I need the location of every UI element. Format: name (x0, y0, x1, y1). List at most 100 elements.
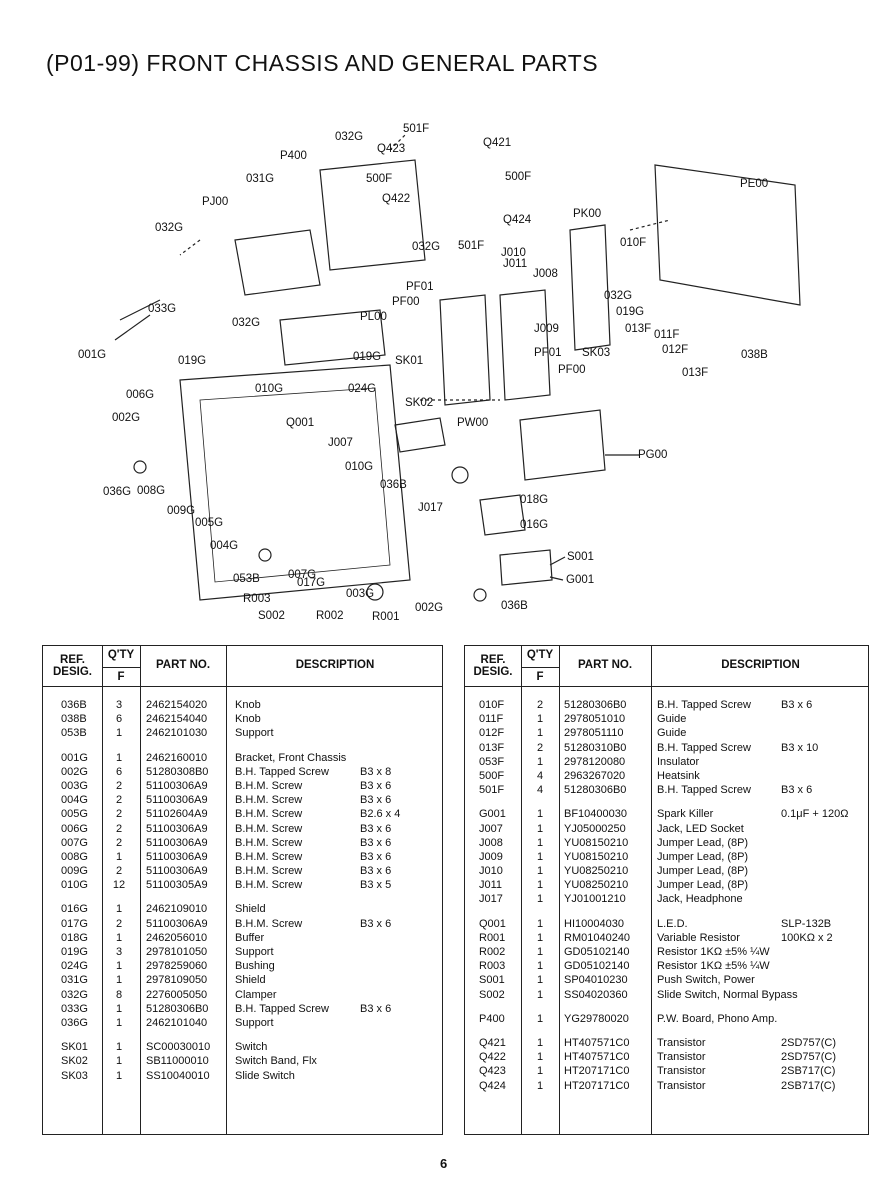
description-cell: Knob (235, 713, 261, 726)
description-cell: Resistor 1KΩ ±5% ¼W (657, 960, 770, 973)
pw00-drawing (394, 417, 446, 453)
description-cell: Bracket, Front Chassis (235, 751, 347, 764)
description-cell: Slide Switch (235, 1069, 295, 1082)
part-callout-label: P400 (280, 150, 307, 162)
ref-cell: 032G (61, 988, 88, 1001)
description-cell: Jumper Lead, (8P) (657, 836, 749, 849)
ref-desig-header: REF.DESIG. (53, 654, 92, 678)
description-cell: B.H.M. Screw (235, 879, 303, 892)
ref-cell: 500F (479, 769, 505, 782)
spec-cell: B3 x 6 (781, 784, 813, 797)
part-no-cell: 2978259060 (146, 960, 208, 973)
part-callout-label: G001 (566, 574, 594, 586)
part-no-cell: 2462154040 (146, 713, 208, 726)
front-chassis-bracket-drawing (179, 364, 411, 601)
description-cell: Shield (235, 974, 266, 987)
part-callout-label: PG00 (638, 449, 667, 461)
pl00-board-drawing (279, 309, 386, 366)
ref-cell: 003G (61, 779, 88, 792)
description-cell: P.W. Board, Phono Amp. (657, 1012, 778, 1025)
ref-cell: 010F (479, 699, 505, 711)
pk00-board-drawing (569, 224, 611, 351)
description-cell: Support (235, 946, 274, 958)
ref-cell: J011 (479, 879, 503, 892)
p400-board-drawing (319, 159, 426, 271)
part-callout-label: 017G (297, 577, 325, 589)
part-no-cell: 51280306B0 (564, 699, 627, 711)
ref-cell: J010 (479, 865, 503, 878)
ref-cell: J007 (479, 822, 503, 835)
ref-cell: 009G (61, 865, 88, 878)
part-callout-label: 038B (741, 349, 768, 361)
ref-cell: 007G (61, 836, 88, 849)
part-no-cell: BF10400030 (564, 808, 627, 821)
page-title: (P01-99) FRONT CHASSIS AND GENERAL PARTS (46, 50, 599, 76)
part-no-cell: 51280310B0 (564, 741, 627, 754)
description-cell: Variable Resistor (657, 931, 740, 944)
description-cell: B.H.M. Screw (235, 779, 303, 792)
ref-cell: J009 (479, 850, 503, 863)
spec-cell: B3 x 6 (360, 836, 392, 849)
part-no-cell: YG29780020 (564, 1012, 629, 1025)
part-no-cell: 2978101050 (146, 946, 208, 958)
qty-cell: 1 (536, 917, 544, 930)
part-no-cell: 51280306B0 (146, 1002, 209, 1015)
ref-cell: 031G (61, 974, 88, 987)
part-callout-label: SK03 (582, 347, 610, 359)
row-gap (43, 892, 442, 902)
description-cell: B.H. Tapped Screw (657, 741, 751, 754)
part-callout-label: 018G (520, 494, 548, 506)
description-header: DESCRIPTION (721, 659, 800, 671)
part-callout-label: SK02 (405, 397, 433, 409)
description-cell: Support (235, 1016, 274, 1029)
row-gap (465, 1002, 868, 1012)
ref-cell: R001 (479, 931, 506, 944)
pe00-board-drawing (654, 164, 801, 306)
description-cell: B.H.M. Screw (235, 917, 303, 930)
part-no-cell: 2978109050 (146, 974, 208, 987)
qty-cell: 1 (536, 755, 544, 768)
pg00-drawing (519, 409, 606, 481)
part-callout-label: 501F (458, 240, 484, 252)
qty-cell: 1 (115, 1041, 123, 1054)
pj00-board-drawing (234, 229, 321, 296)
row-gap (465, 907, 868, 917)
part-callout-label: 001G (78, 349, 106, 361)
qty-cell: 3 (115, 946, 123, 958)
part-callout-label: 016G (520, 519, 548, 531)
part-callout-label: S002 (258, 610, 285, 622)
qty-cell: 1 (536, 836, 544, 849)
exploded-view-svg: 032G 501F Q421 P400 Q423 500F 500F 031G … (78, 123, 801, 623)
part-no-cell: GD05102140 (564, 960, 630, 973)
ref-cell: 013F (479, 741, 505, 754)
qty-cell: 1 (536, 865, 544, 878)
ref-cell: Q424 (479, 1079, 506, 1092)
qty-cell: 1 (536, 727, 544, 740)
ref-desig-header: REF.DESIG. (473, 654, 513, 678)
part-no-cell: 2462101040 (146, 1016, 208, 1029)
part-callout-label: 005G (195, 517, 223, 529)
part-no-header: PART NO. (155, 659, 211, 671)
ref-cell: 018G (61, 931, 88, 944)
part-no-cell: 2978051110 (564, 727, 624, 740)
part-no-cell: HI10004030 (564, 917, 624, 930)
qty-cell: 1 (115, 1002, 123, 1015)
description-cell: Guide (657, 727, 687, 740)
part-callout-label: J017 (418, 502, 443, 514)
description-cell: Insulator (657, 755, 700, 768)
part-callout-label: PF00 (558, 364, 586, 376)
exploded-view-diagram: 032G 501F Q421 P400 Q423 500F 500F 031G … (30, 110, 890, 640)
part-callout-label: 031G (246, 173, 274, 185)
spec-cell: 100KΩ x 2 (781, 931, 833, 944)
